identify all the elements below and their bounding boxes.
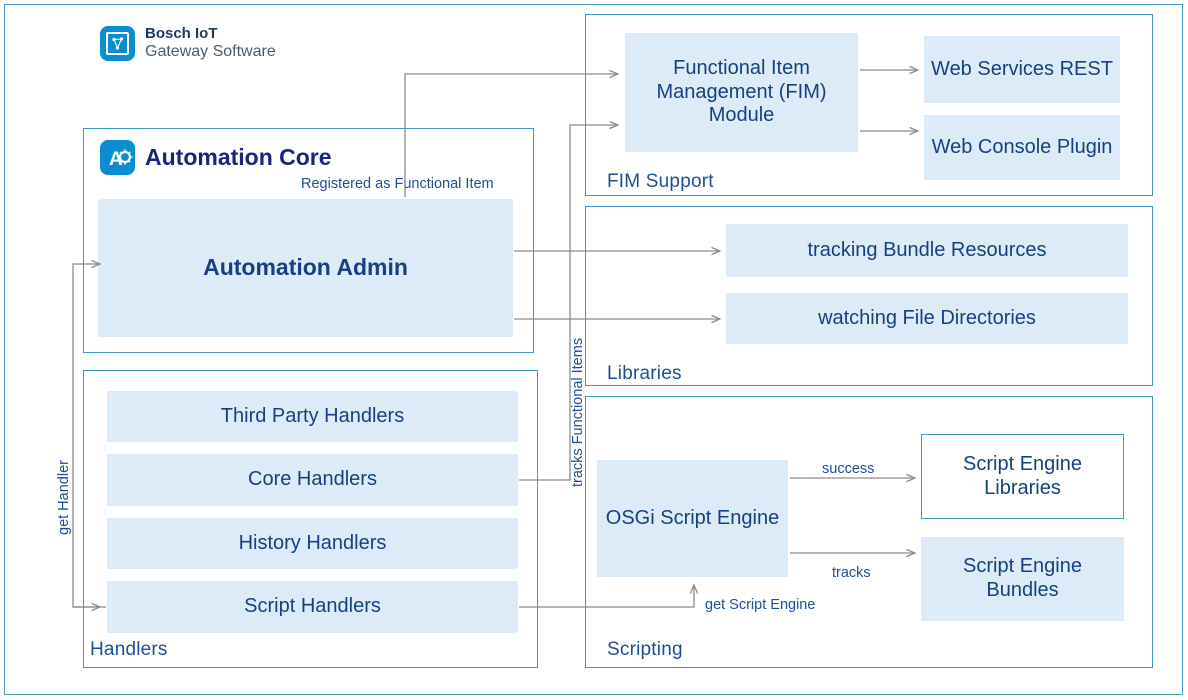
fim-support-section-label: FIM Support: [607, 171, 714, 192]
handler-third-party[interactable]: Third Party Handlers: [107, 391, 518, 442]
brand-subtitle: Gateway Software: [145, 42, 276, 60]
web-console-plugin-box[interactable]: Web Console Plugin: [924, 115, 1120, 180]
brand-title: Bosch IoT: [145, 25, 218, 43]
script-engine-bundles-box[interactable]: Script Engine Bundles: [921, 537, 1124, 621]
handler-core[interactable]: Core Handlers: [107, 454, 518, 506]
registered-as-functional-item-label: Registered as Functional Item: [301, 176, 494, 192]
get-script-engine-label: get Script Engine: [705, 597, 816, 613]
library-watching-file-directories[interactable]: watching File Directories: [726, 293, 1128, 344]
automation-core-logo-icon: A: [100, 140, 135, 175]
scripting-section: [585, 396, 1153, 668]
scripting-section-label: Scripting: [607, 639, 683, 660]
automation-core-title: Automation Core: [145, 144, 332, 170]
handlers-section-label: Handlers: [90, 639, 168, 660]
osgi-script-engine-box[interactable]: OSGi Script Engine: [597, 460, 788, 577]
success-label: success: [822, 461, 875, 477]
handler-script[interactable]: Script Handlers: [107, 581, 518, 633]
fim-module-box[interactable]: Functional Item Management (FIM) Module: [625, 33, 858, 152]
libraries-section-label: Libraries: [607, 363, 682, 384]
tracks-label: tracks: [832, 565, 871, 581]
automation-core-header: A Automation Core: [100, 140, 332, 175]
outer-frame: [4, 4, 1183, 695]
get-handler-label: get Handler: [56, 460, 72, 535]
library-tracking-bundle-resources[interactable]: tracking Bundle Resources: [726, 224, 1128, 277]
svg-text:A: A: [109, 149, 123, 170]
bosch-iot-logo-icon: [100, 26, 135, 61]
brand-logo: Bosch IoT Gateway Software: [100, 25, 276, 61]
handler-history[interactable]: History Handlers: [107, 518, 518, 569]
tracks-functional-items-label: tracks Functional Items: [570, 337, 586, 487]
script-engine-libraries-box[interactable]: Script Engine Libraries: [921, 434, 1124, 519]
web-services-rest-box[interactable]: Web Services REST: [924, 36, 1120, 103]
automation-admin-box[interactable]: Automation Admin: [98, 199, 513, 337]
